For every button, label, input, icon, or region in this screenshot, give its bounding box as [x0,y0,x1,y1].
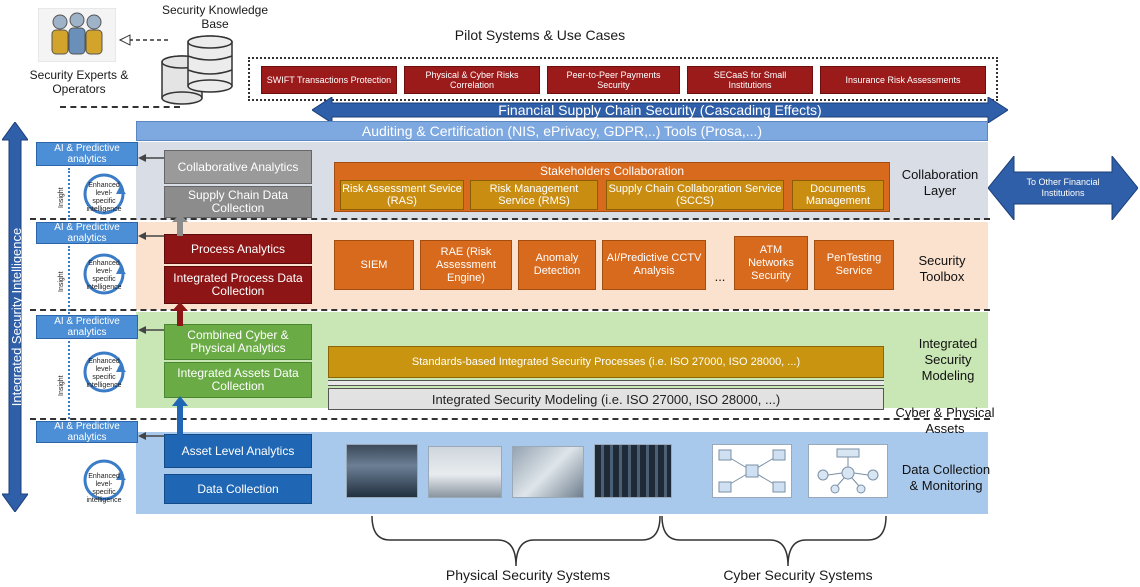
pilot-insurance: Insurance Risk Assessments [820,66,986,94]
dashed-separator [60,106,180,108]
pilot-swift: SWIFT Transactions Protection [261,66,397,94]
pilot-physical-cyber: Physical & Cyber Risks Correlation [404,66,540,94]
toolbox-anomaly-detection: Anomaly Detection [518,240,596,290]
connector-arrow [138,228,164,240]
cycle-icon-3 [82,350,126,394]
server-room-image [594,444,672,498]
toolbox-rae: RAE (Risk Assessment Engine) [420,240,512,290]
cycle-icon-2 [82,252,126,296]
kb-label: Security Knowledge Base [161,3,269,31]
insight-arrow-2 [68,246,78,314]
enhanced-label-3: Enhanced level-specific intelligence [86,358,122,389]
assets-layer-label: Cyber & Physical Assets [895,405,995,436]
pilot-title: Pilot Systems & Use Cases [454,27,626,43]
up-arrow-collab [172,214,188,236]
supply-chain-collection-box: Supply Chain Data Collection [164,186,312,218]
insight-arrow-1 [68,168,78,220]
toolbox-pentesting: PenTesting Service [814,240,894,290]
financial-network-image [808,444,888,498]
network-diagram-image [712,444,792,498]
dashed-separator [30,218,990,220]
insight-arrow-3 [68,341,78,419]
cycle-icon-1 [82,172,126,216]
toolbox-cctv-analysis: AI/Predictive CCTV Analysis [602,240,706,290]
toolbox-ellipsis: ... [714,268,726,284]
insight-label-1: Insight [58,187,65,208]
integrated-process-collection-box: Integrated Process Data Collection [164,266,312,304]
stakeholders-collaboration-title: Stakeholders Collaboration [539,164,685,178]
integrated-modeling-bar: Integrated Security Modeling (i.e. ISO 2… [328,388,884,410]
asset-level-analytics-box: Asset Level Analytics [164,434,312,468]
pilot-secaas: SECaaS for Small Institutions [687,66,813,94]
integrated-intelligence-label: Integrated Security Intelligence [8,227,24,407]
modeling-layer-label: Integrated Security Modeling [918,336,978,383]
collab-sccs: Supply Chain Collaboration Service (SCCS… [606,180,784,210]
integrated-intelligence-arrow [1,121,29,513]
atm-image [512,446,584,498]
data-collection-box: Data Collection [164,474,312,504]
collab-rms: Risk Management Service (RMS) [470,180,598,210]
database-icon [160,34,236,106]
other-institutions-label: To Other Financial Institutions [1026,177,1100,198]
toolbox-siem: SIEM [334,240,414,290]
auditing-bar: Auditing & Certification (NIS, ePrivacy,… [136,121,988,141]
bottom-braces [370,514,890,568]
collab-ras: Risk Assessment Sevice (RAS) [340,180,464,210]
supply-chain-label: Financial Supply Chain Security (Cascadi… [498,102,822,118]
ai-predictive-box-4: AI & Predictive analytics [36,421,138,443]
ai-predictive-box-3: AI & Predictive analytics [36,315,138,339]
insight-label-3: Insight [58,375,65,396]
collab-documents: Documents Management [792,180,884,210]
physical-systems-label: Physical Security Systems [445,567,611,583]
insight-label-2: Insight [58,271,65,292]
pilot-systems-frame [248,57,998,101]
experts-icon [37,7,117,63]
combined-analytics-box: Combined Cyber & Physical Analytics [164,324,312,360]
process-analytics-box: Process Analytics [164,234,312,264]
cyber-systems-label: Cyber Security Systems [723,567,873,583]
connector-arrow [138,150,164,162]
standards-processes-bar: Standards-based Integrated Security Proc… [328,346,884,378]
gates-image [428,446,502,498]
connector-arrow [138,322,164,334]
ai-predictive-box-1: AI & Predictive analytics [36,142,138,166]
toolbox-layer-label: Security Toolbox [918,253,966,284]
enhanced-label-4: Enhanced level-specific intelligence [86,473,122,504]
pilot-p2p-payments: Peer-to-Peer Payments Security [547,66,680,94]
up-arrow-assets [172,396,188,436]
enhanced-label-1: Enhanced level-specific intelligence [86,182,122,213]
cctv-room-image [346,444,418,498]
toolbox-atm-security: ATM Networks Security [734,236,808,290]
cycle-icon-4 [82,458,126,502]
dashed-arrow-to-experts [118,30,170,50]
up-arrow-process [172,302,188,326]
collaborative-analytics-box: Collaborative Analytics [164,150,312,184]
experts-label: Security Experts & Operators [29,68,129,96]
connector-arrow [138,428,164,440]
integrated-assets-collection-box: Integrated Assets Data Collection [164,362,312,398]
monitoring-layer-label: Data Collection & Monitoring [901,462,991,493]
dashed-separator [30,309,990,311]
collaboration-layer-label: Collaboration Layer [901,167,979,198]
dashed-separator [30,418,990,420]
ai-predictive-box-2: AI & Predictive analytics [36,222,138,244]
modeling-stack-line [328,380,884,386]
enhanced-label-2: Enhanced level-specific intelligence [86,260,122,291]
